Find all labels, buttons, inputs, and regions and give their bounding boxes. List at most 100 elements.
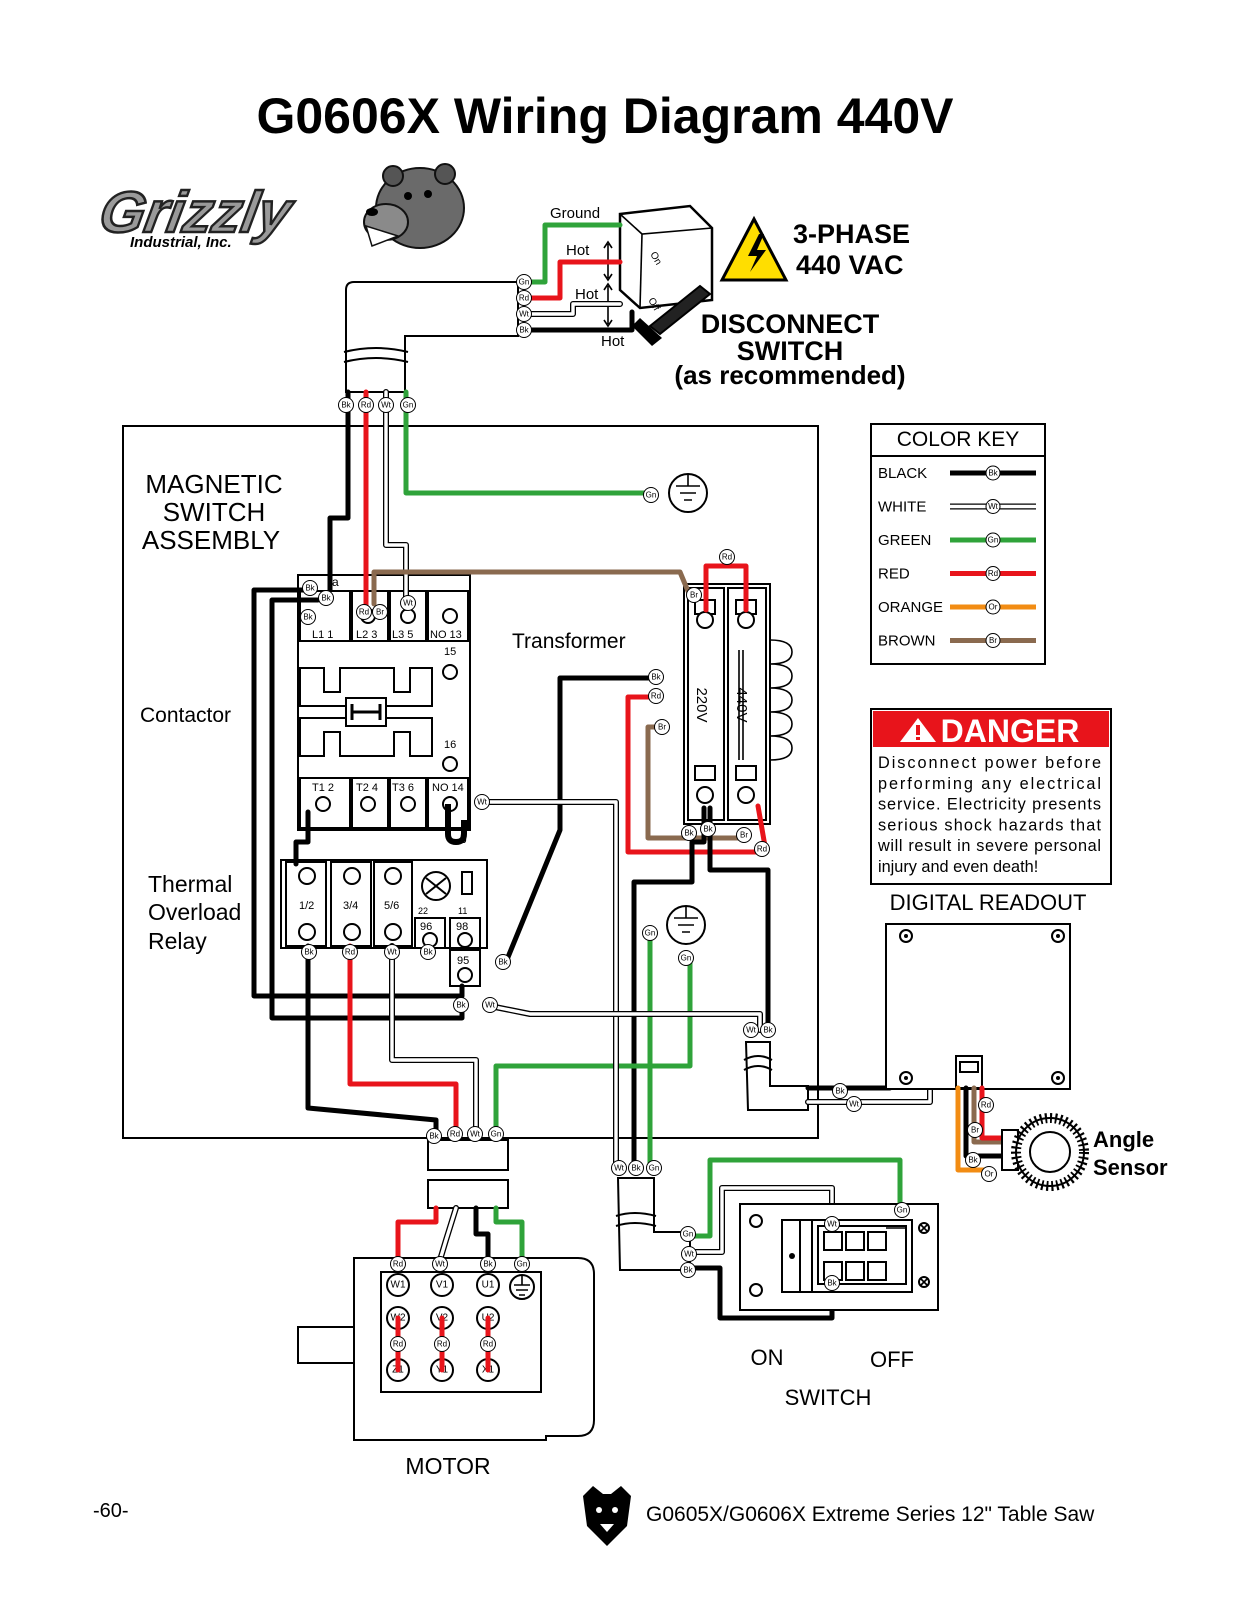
wire-tag: Gn (894, 1202, 910, 1218)
wire-tag: Rd (356, 604, 372, 620)
terminal-l3-label: L3 5 (392, 629, 413, 641)
wire-tag-label: Wt (849, 1100, 860, 1109)
wire-tag: Gn (646, 1160, 662, 1176)
motor-terminal-label: V1 (436, 1280, 449, 1291)
motor-ground-icon (509, 1274, 535, 1300)
danger-text-line: injury and even death! (878, 858, 1038, 876)
wire-tag-label: Bk (827, 1279, 837, 1288)
internal-wiring (251, 389, 771, 1171)
disconnect-switch: On Off (618, 204, 714, 346)
wire-tag: Wt (824, 1216, 840, 1232)
wire-tag-label: Wt (684, 1250, 695, 1259)
wire-tag-label: Wt (746, 1026, 757, 1035)
wire-tag: Rd (978, 1097, 994, 1113)
page-title: G0606X Wiring Diagram 440V (256, 88, 954, 144)
wire-tag: Rd (648, 688, 664, 704)
color-key-code: Br (989, 636, 997, 645)
wire-tag: Gn (680, 1226, 696, 1242)
hot-label-3: Hot (601, 333, 625, 350)
hot-arrows (603, 240, 613, 328)
wire-tag: Gn (643, 487, 659, 503)
wire-tag-label: Rd (981, 1101, 991, 1110)
color-key-tag (985, 599, 1001, 615)
motor-terminal: U1 (476, 1273, 500, 1297)
wire-tag-label: Rd (361, 401, 371, 410)
overload-line2: Overload (148, 899, 241, 925)
wire-tag: Bk (824, 1275, 840, 1291)
wire-tag: Bk (426, 1128, 442, 1144)
wire-tag: Gn (400, 397, 416, 413)
wire-tag-label: Bk (498, 958, 508, 967)
wire-tag-label: Rd (393, 1260, 403, 1269)
color-key-name: RED (878, 566, 910, 583)
wire-tag-label: Or (985, 1170, 994, 1179)
wire-tag: Bk (628, 1160, 644, 1176)
wire-tag: Br (372, 604, 388, 620)
wire-tag: Br (736, 827, 752, 843)
wire-tag-label: Bk (763, 1026, 773, 1035)
wire-tag: Rd (480, 1336, 496, 1352)
wire-tag-label: Br (971, 1126, 979, 1135)
terminal-t1-label: T1 2 (312, 782, 334, 794)
color-key-row: BLACK Bk (878, 465, 1036, 482)
color-key-code: Rd (988, 569, 998, 578)
wire-tag-label: Bk (703, 825, 713, 834)
wire-tag-label: Gn (645, 929, 656, 938)
wire-tag: Bk (516, 322, 532, 338)
wire-tag: Bk (648, 669, 664, 685)
wire-tag: Wt (743, 1022, 759, 1038)
wire-tag-label: Gn (897, 1206, 908, 1215)
magnetic-switch-line3: ASSEMBLY (142, 525, 280, 555)
wire-tag: Wt (467, 1126, 483, 1142)
wire-tag-label: Wt (435, 1260, 446, 1269)
terminal-a-label: a (332, 575, 339, 589)
angle-sensor (1001, 1113, 1089, 1191)
disconnect-line2: SWITCH (737, 336, 843, 366)
wire-tag-label: Bk (968, 1156, 978, 1165)
wire-tag: Gn (488, 1126, 504, 1142)
wire-tag: Wt (378, 397, 394, 413)
terminal-34-label: 3/4 (343, 900, 358, 912)
high-voltage-warning-icon (719, 215, 789, 282)
danger-header: DANGER (941, 713, 1080, 749)
wire-tag-label: Wt (403, 599, 414, 608)
magnetic-switch-line2: SWITCH (163, 497, 266, 527)
angle-sensor-line2: Sensor (1093, 1155, 1168, 1180)
contactor: L1 1 L2 3 L3 5 NO 13 15 a 16 T1 2 T2 4 T… (297, 574, 471, 846)
wire-tag: Rd (390, 1336, 406, 1352)
switch-off-label: OFF (870, 1347, 914, 1372)
color-key-code: Bk (988, 469, 998, 478)
contactor-label: Contactor (140, 704, 231, 727)
color-key-name: BLACK (878, 465, 927, 482)
wire-tag: Wt (846, 1096, 862, 1112)
on-off-switch (739, 1203, 939, 1311)
wire-tag-label: Wt (387, 948, 398, 957)
wire-tag: Br (967, 1122, 983, 1138)
wire-tag: Gn (516, 274, 532, 290)
wire-tag: Rd (754, 841, 770, 857)
terminal-22-label: 22 (418, 906, 428, 916)
bear-head-icon (363, 163, 465, 249)
danger-text-line: service. Electricity presents (878, 796, 1101, 814)
wire-tag: Bk (700, 821, 716, 837)
wire-tag: Br (654, 719, 670, 735)
wire-tag: Bk (318, 590, 334, 606)
wire-tag-label: Bk (519, 326, 529, 335)
terminal-12-label: 1/2 (299, 900, 314, 912)
color-key-row: RED Rd (878, 566, 1036, 583)
wire-tag: Bk (300, 609, 316, 625)
wire-tag-label: Rd (450, 1130, 460, 1139)
wire-tag-label: Rd (345, 948, 355, 957)
wire-tag-label: Gn (683, 1230, 694, 1239)
color-key-title: COLOR KEY (897, 428, 1020, 451)
color-key-tag (985, 499, 1001, 514)
wire-tag-label: Bk (835, 1087, 845, 1096)
terminal-l1-label: L1 1 (312, 629, 333, 641)
terminal-11-label: 11 (458, 906, 467, 916)
wire-tag-label: Bk (321, 594, 331, 603)
wire-tag: Wt (681, 1246, 697, 1262)
ground-symbol-2 (666, 905, 706, 945)
